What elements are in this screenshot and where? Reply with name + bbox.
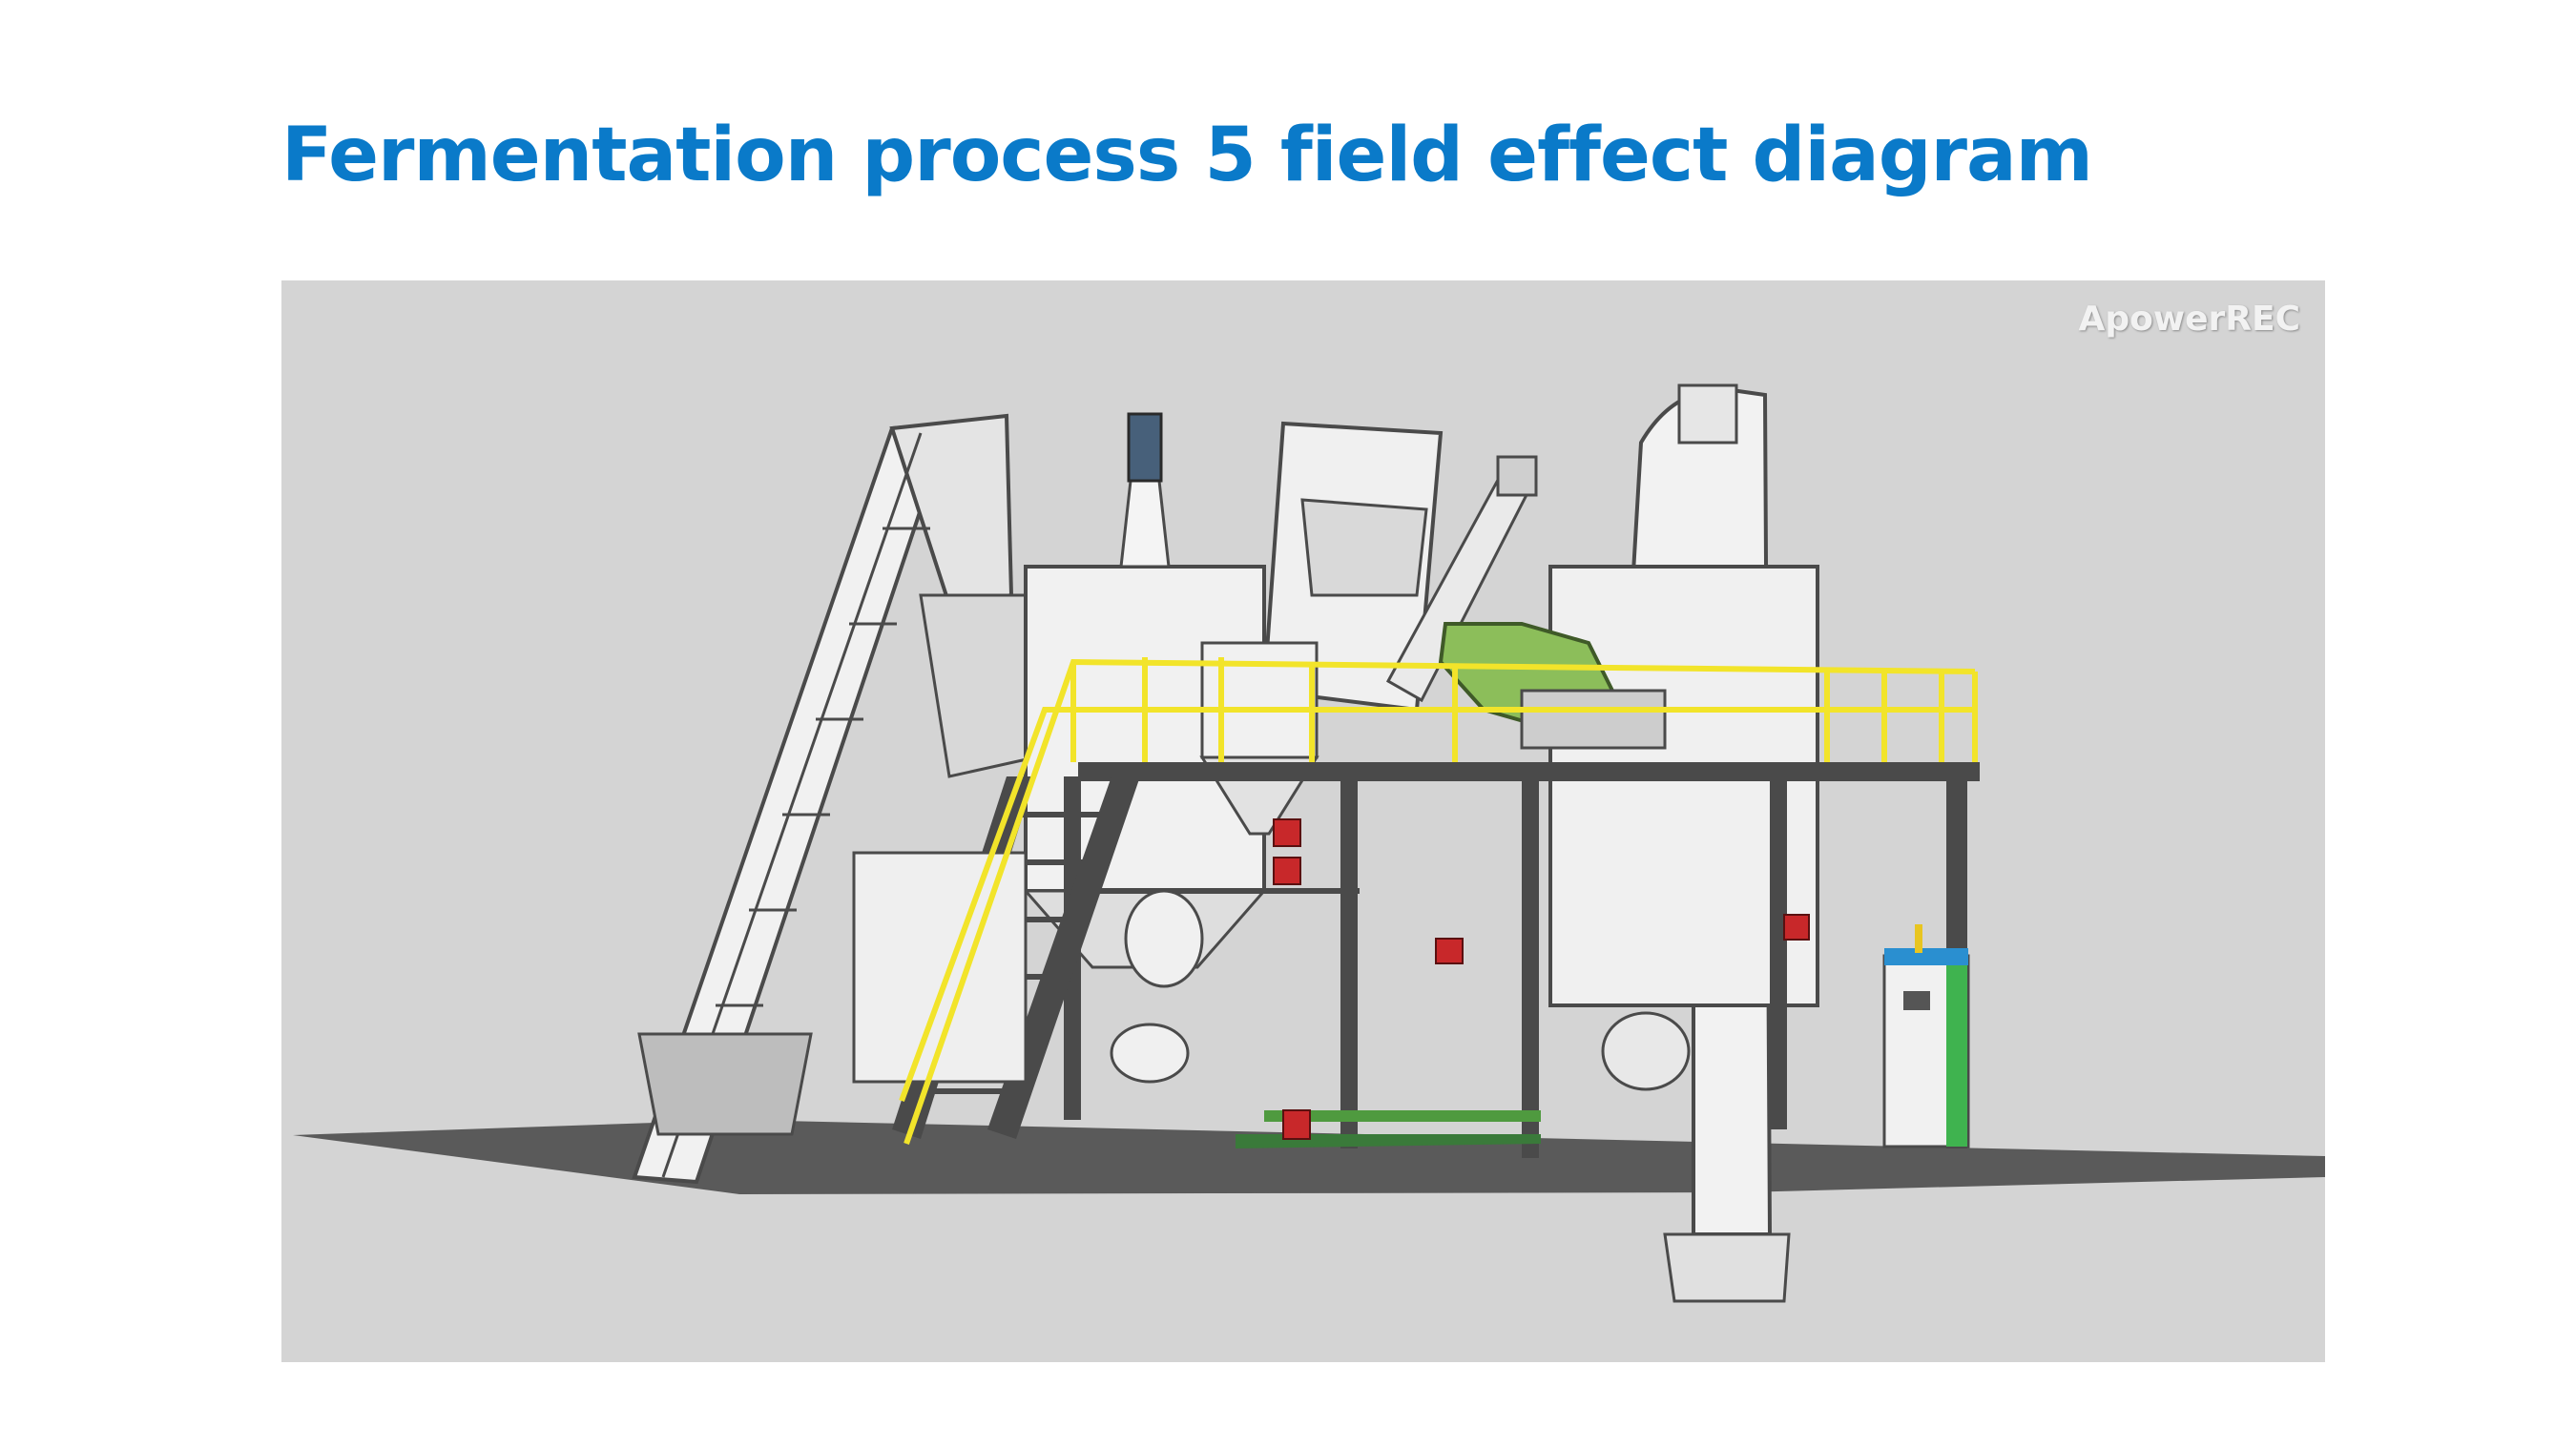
floor-platform [293,1120,2325,1194]
upper-hopper [1261,421,1444,713]
page-title: Fermentation process 5 field effect diag… [281,113,2093,198]
belt-conveyor [1236,1110,1541,1148]
green-motor [1438,622,1667,750]
red-pumps [1273,818,1810,1140]
control-cabinet [1882,924,1970,1148]
plant-3d-render: ApowerREC [281,280,2325,1362]
apowerrec-watermark: ApowerREC [2078,300,2300,339]
incline-conveyor [632,413,1037,1185]
yellow-railing [899,657,1978,1145]
